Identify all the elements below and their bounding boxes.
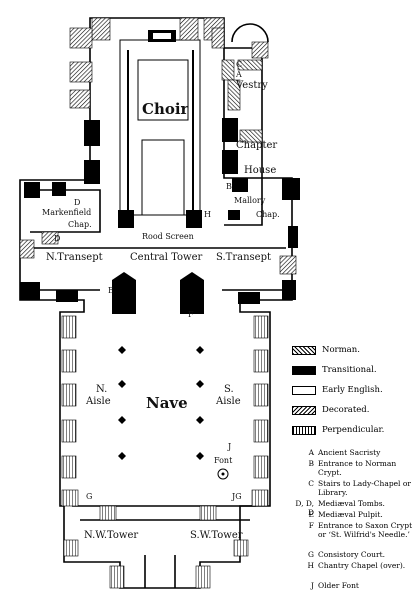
- legend-perpendicular: Perpendicular.: [292, 423, 384, 437]
- label-nw-tower: N.W.Tower: [84, 530, 139, 541]
- mark-h: H: [204, 210, 211, 219]
- mark-b: B: [226, 182, 232, 191]
- label-n-aisle-2: Aisle: [86, 396, 111, 407]
- label-mallory: Mallory: [234, 196, 266, 205]
- nave-pillars: [118, 346, 204, 460]
- mark-j: J: [228, 442, 232, 451]
- legend-norman: Norman.: [292, 343, 360, 357]
- mark-d1: D: [74, 198, 81, 207]
- hatched-walls: [19, 17, 297, 275]
- label-central-tower: Central Tower: [130, 252, 203, 263]
- label-n-aisle: N.: [96, 384, 108, 395]
- decorated-swatch: [292, 405, 316, 415]
- mark-d2: D: [54, 234, 61, 243]
- legend-early-english: Early English.: [292, 383, 383, 397]
- label-markenfield: Markenfield: [42, 208, 92, 217]
- label-s-aisle: S.: [224, 384, 234, 395]
- label-rood-screen: Rood Screen: [142, 232, 194, 241]
- early-english-swatch: [292, 385, 316, 395]
- label-chapter: Chapter: [236, 140, 278, 151]
- mark-a: A: [236, 70, 242, 79]
- label-choir: Choir: [142, 100, 189, 118]
- label-house: House: [244, 165, 277, 176]
- label-n-transept: N.Transept: [46, 252, 103, 263]
- norman-swatch: [292, 345, 316, 355]
- legend-transitional: Transitional.: [292, 363, 377, 377]
- label-nave: Nave: [146, 394, 188, 412]
- legend-decorated: Decorated.: [292, 403, 369, 417]
- mark-c: C: [236, 60, 243, 69]
- label-font: Font: [214, 456, 233, 465]
- mark-f: F: [188, 310, 194, 319]
- aisle-buttresses: [61, 315, 269, 589]
- transitional-swatch: [292, 365, 316, 375]
- perpendicular-swatch: [292, 425, 316, 435]
- label-s-transept: S.Transept: [216, 252, 271, 263]
- label-s-aisle-2: Aisle: [216, 396, 241, 407]
- piers-black: [20, 118, 300, 314]
- mark-g: G: [86, 492, 93, 501]
- font-symbol: [217, 468, 229, 480]
- label-mallory-chap: Chap.: [256, 210, 280, 219]
- mark-e: E: [108, 286, 114, 295]
- label-markenfield-chap: Chap.: [68, 220, 92, 229]
- label-sw-tower: S.W.Tower: [190, 530, 243, 541]
- label-vestry: Vestry: [236, 80, 268, 91]
- mark-jg: JG: [232, 492, 242, 501]
- choir-area: [119, 30, 201, 216]
